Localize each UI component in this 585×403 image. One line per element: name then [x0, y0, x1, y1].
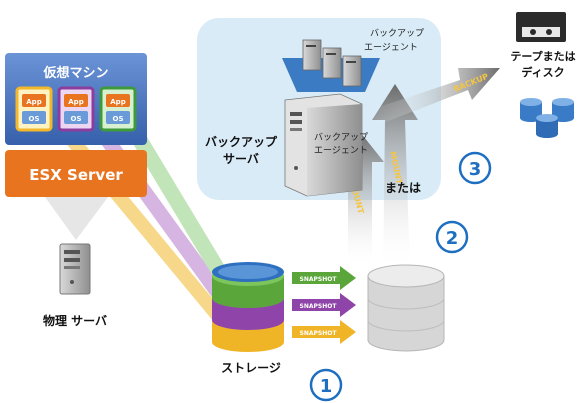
svg-text:2: 2 — [446, 228, 459, 249]
physical-server-label: 物理 サーバ — [43, 313, 107, 328]
agent-server-label-line2: エージェント — [314, 146, 368, 156]
vm-panel: 仮想マシン App OS App OS App OS — [5, 53, 147, 145]
vm-1-app-label: App — [26, 98, 41, 106]
vm-panel-title: 仮想マシン — [42, 65, 108, 81]
step-1-marker: 1 — [309, 368, 343, 402]
esx-physical-connector — [45, 197, 108, 240]
step-2-marker: 2 — [435, 220, 469, 254]
backup-server-label-line1: バックアップ — [205, 134, 278, 149]
svg-text:1: 1 — [320, 376, 333, 397]
agent-top-label-line2: エージェント — [364, 43, 418, 53]
snapshot-1-label: SNAPSHOT — [300, 276, 338, 283]
agent-servers-icon — [302, 39, 362, 87]
agent-server-label-line1: バックアップ — [314, 132, 368, 143]
storage-label: ストレージ — [221, 361, 281, 375]
storage-icon — [212, 262, 284, 352]
snapshot-arrows: SNAPSHOT SNAPSHOT SNAPSHOT — [292, 266, 356, 344]
tape-icon — [516, 12, 566, 42]
or-label: または — [385, 181, 421, 195]
vm-3-os-label: OS — [113, 115, 124, 123]
esx-server-label: ESX Server — [29, 166, 123, 184]
physical-server-icon — [59, 243, 91, 295]
disk-icon — [520, 98, 574, 138]
svg-text:3: 3 — [469, 159, 482, 180]
vm-2: App OS — [57, 86, 95, 132]
esx-server: ESX Server — [5, 150, 147, 197]
backup-server-icon — [284, 93, 363, 197]
backup-arrow: BACKUP — [370, 68, 500, 125]
snapshot-storage-icon — [367, 264, 445, 352]
backup-server-label-line2: サーバ — [223, 152, 259, 166]
vm-3: App OS — [99, 86, 137, 132]
target-label-line1: テープまたは — [510, 49, 575, 63]
snapshot-3-label: SNAPSHOT — [300, 330, 338, 337]
step-3-marker: 3 — [458, 151, 492, 185]
snapshot-2-label: SNAPSHOT — [300, 303, 338, 310]
vm-2-os-label: OS — [71, 115, 82, 123]
vm-2-app-label: App — [68, 98, 83, 106]
vm-1-os-label: OS — [29, 115, 40, 123]
target-label-line2: ディスク — [521, 65, 564, 79]
agent-top-label-line1: バックアップ — [370, 28, 424, 39]
vm-1: App OS — [15, 86, 53, 132]
vm-3-app-label: App — [110, 98, 125, 106]
